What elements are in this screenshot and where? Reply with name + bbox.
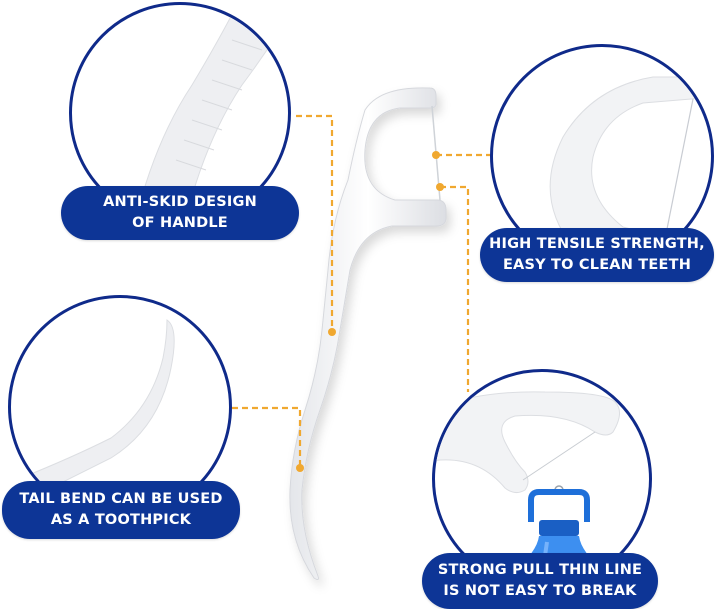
badge-line: AS A TOOTHPICK	[50, 512, 192, 528]
floss-pick	[289, 87, 447, 581]
feature-badge-tensile: HIGH TENSILE STRENGTH, EASY TO CLEAN TEE…	[480, 228, 714, 282]
feature-badge-strong-pull: STRONG PULL THIN LINE IS NOT EASY TO BRE…	[422, 553, 658, 609]
connector-lines	[232, 114, 492, 468]
badge-line: EASY TO CLEAN TEETH	[502, 257, 692, 273]
feature-badge-anti-skid: ANTI-SKID DESIGN OF HANDLE	[61, 186, 299, 240]
badge-line: IS NOT EASY TO BREAK	[443, 583, 637, 599]
badge-line: HIGH TENSILE STRENGTH,	[489, 236, 705, 252]
badge-line: STRONG PULL THIN LINE	[437, 562, 643, 578]
floss-line	[664, 98, 694, 240]
badge-line: OF HANDLE	[132, 215, 228, 231]
badge-line: TAIL BEND CAN BE USED	[19, 491, 223, 507]
feature-badge-tail-bend: TAIL BEND CAN BE USED AS A TOOTHPICK	[2, 481, 240, 539]
badge-line: ANTI-SKID DESIGN	[103, 194, 257, 210]
handle-closeup-image	[134, 5, 288, 221]
connector-dots	[296, 151, 444, 472]
